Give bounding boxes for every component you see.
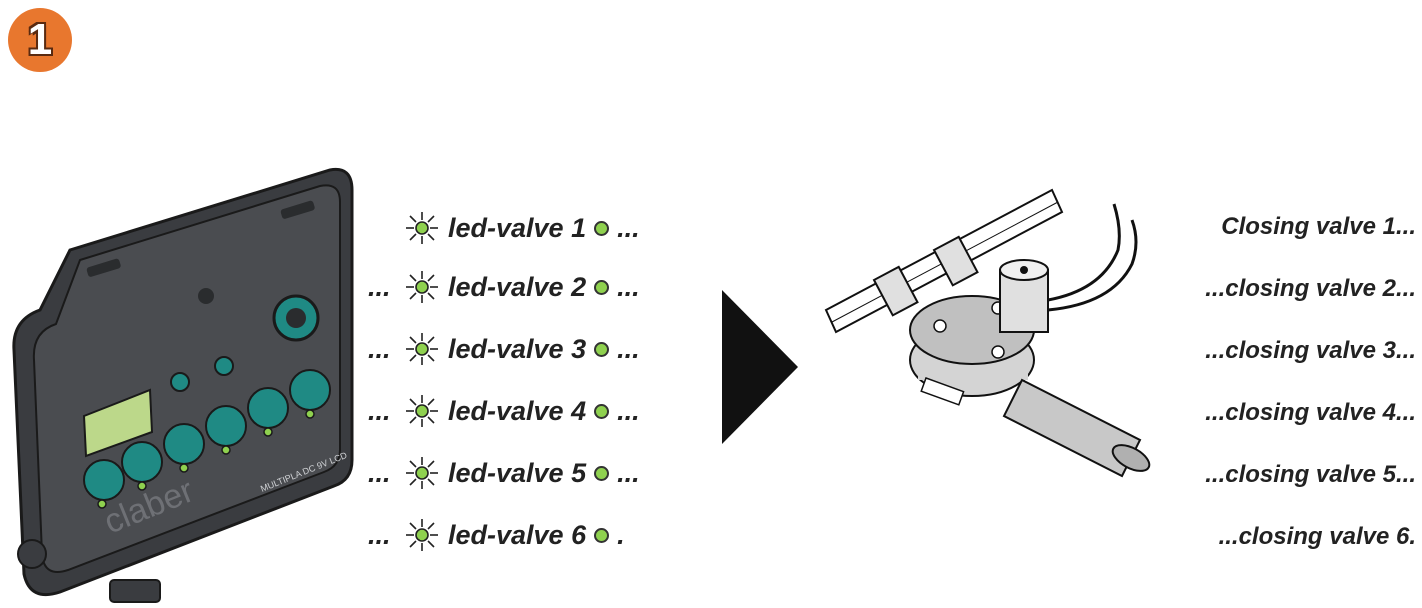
closing-valve-text: ...closing valve 5... xyxy=(1205,461,1416,488)
led-row-prefix: ... xyxy=(368,457,391,488)
closing-valve-text: ...closing valve 4... xyxy=(1205,399,1416,426)
led-row-suffix: ... xyxy=(617,212,640,243)
led-row-prefix: ... xyxy=(368,395,391,426)
led-off-icon xyxy=(594,403,610,419)
led-row-label: led-valve 4 xyxy=(448,395,587,426)
led-row: ... led-valve 5 ... xyxy=(368,453,668,493)
closing-valve-text: ...closing valve 3... xyxy=(1205,337,1416,364)
led-valve-list: led-valve 1 ... ... led-valve 2 ... ... … xyxy=(368,205,668,565)
led-row-suffix: ... xyxy=(617,395,640,426)
blinking-led-icon xyxy=(406,519,438,551)
solenoid-valve-illustration xyxy=(824,188,1151,478)
blinking-led-icon xyxy=(406,457,438,489)
led-row-label: led-valve 5 xyxy=(448,457,587,488)
led-row: ... led-valve 6 . xyxy=(368,515,668,555)
play-arrow-icon xyxy=(722,290,798,444)
blinking-led-icon xyxy=(406,333,438,365)
led-row-suffix: ... xyxy=(617,333,640,364)
led-row-label: led-valve 3 xyxy=(448,333,587,364)
led-row-prefix: ... xyxy=(368,519,391,550)
led-row-suffix: ... xyxy=(617,457,640,488)
led-row-suffix: ... xyxy=(617,271,640,302)
led-row-prefix: ... xyxy=(368,333,391,364)
led-row-label: led-valve 1 xyxy=(448,212,587,243)
blinking-led-icon xyxy=(406,212,438,244)
led-row-suffix: . xyxy=(617,519,625,550)
led-row-prefix: ... xyxy=(368,271,391,302)
led-off-icon xyxy=(594,220,610,236)
closing-valve-list: Closing valve 1... ...closing valve 2...… xyxy=(1176,205,1416,565)
led-row: led-valve 1 ... xyxy=(368,208,668,248)
led-off-icon xyxy=(594,465,610,481)
controller-illustration: claber MULTIPLA DC 9V LCD xyxy=(12,167,354,603)
blinking-led-icon xyxy=(406,395,438,427)
closing-valve-text: Closing valve 1... xyxy=(1221,213,1416,240)
led-off-icon xyxy=(594,341,610,357)
closing-valve-text: ...closing valve 6. xyxy=(1218,523,1416,550)
closing-valve-text: ...closing valve 2... xyxy=(1205,275,1416,302)
led-off-icon xyxy=(594,527,610,543)
led-row-label: led-valve 6 xyxy=(448,519,587,550)
step-number-badge: 1 xyxy=(8,8,72,72)
led-row-label: led-valve 2 xyxy=(448,271,587,302)
led-row: ... led-valve 2 ... xyxy=(368,267,668,307)
led-row: ... led-valve 4 ... xyxy=(368,391,668,431)
led-off-icon xyxy=(594,279,610,295)
led-row: ... led-valve 3 ... xyxy=(368,329,668,369)
blinking-led-icon xyxy=(406,271,438,303)
